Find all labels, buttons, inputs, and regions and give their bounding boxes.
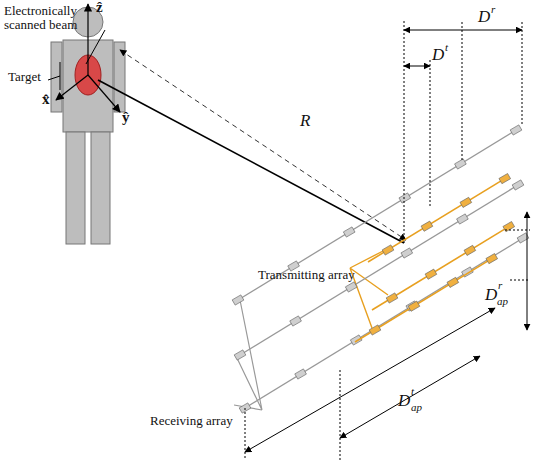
receiving-element: [457, 214, 469, 224]
axis-label: ŷ: [122, 110, 130, 126]
transmitting-element: [421, 221, 433, 231]
annotation: Target: [8, 70, 41, 84]
receiving-element: [232, 295, 244, 305]
receiving-element: [343, 227, 355, 237]
receiving-element: [295, 369, 307, 379]
dimension-subscript: ap: [497, 296, 508, 308]
receiving-element: [510, 125, 522, 135]
receiving-line: [245, 238, 523, 408]
transmitting-line: [372, 227, 509, 310]
receiving-element: [350, 335, 362, 345]
transmitting-element: [408, 301, 420, 311]
dimension-arrows: [245, 30, 527, 452]
receiving-element: [234, 350, 246, 360]
dimension-label: R: [300, 112, 310, 130]
receiving-element: [512, 180, 524, 190]
dimension-superscript: t: [445, 42, 448, 54]
transmitting-element: [386, 293, 398, 303]
transmitting-line: [368, 179, 505, 262]
transmitting-line: [355, 259, 492, 342]
transmitting-element: [503, 222, 515, 232]
annotation: Electronically scanned beam: [4, 4, 109, 31]
transmitting-element: [460, 197, 472, 207]
dimension-superscript: r: [498, 280, 502, 292]
dimension-guides: [245, 20, 530, 460]
annotation: Receiving array: [150, 414, 233, 428]
beam-line: [98, 80, 404, 243]
transmitting-element: [499, 174, 511, 184]
target-leader: [48, 62, 60, 90]
range-line: [120, 50, 406, 240]
dimension-superscript: r: [491, 4, 495, 16]
receiving-line: [238, 130, 516, 300]
transmitting-element: [369, 325, 381, 335]
receiving-element: [290, 316, 302, 326]
axis-label: x̂: [42, 92, 50, 108]
receiving-element: [345, 282, 357, 292]
dimension-subscript: ap: [411, 402, 422, 414]
dimension-label: D: [398, 392, 410, 410]
dimension-label: D: [478, 8, 490, 26]
receiving-line: [240, 185, 518, 355]
beam-leader: [86, 30, 105, 64]
rx-leaders: [234, 300, 262, 410]
dimension-label: D: [432, 46, 444, 64]
transmitting-element: [486, 254, 498, 264]
dimension-superscript: t: [411, 386, 414, 398]
axis-label: ẑ: [96, 0, 103, 16]
transmitting-element: [447, 277, 459, 287]
receiving-element: [455, 159, 467, 169]
receiving-element: [401, 248, 413, 258]
transmitting-element: [382, 245, 394, 255]
dimension-label: D: [485, 286, 497, 304]
annotation: Transmitting array: [258, 268, 355, 282]
transmitting-element: [425, 269, 437, 279]
transmitting-element: [464, 245, 476, 255]
receiving-element: [399, 193, 411, 203]
